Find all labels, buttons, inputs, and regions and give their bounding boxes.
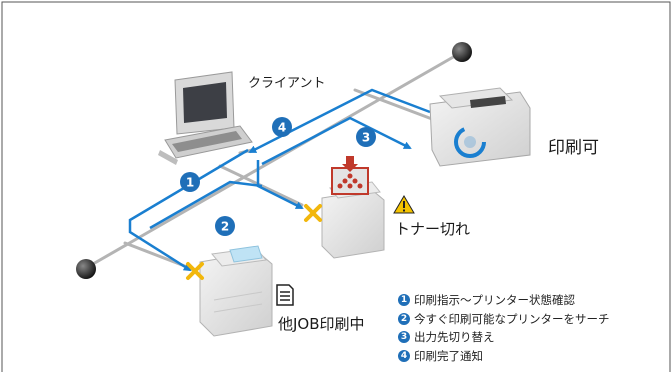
step-badge-4: 4 <box>272 117 292 137</box>
svg-text:2: 2 <box>221 220 229 234</box>
warning-icon <box>393 195 415 214</box>
printer-busy-label: 他JOB印刷中 <box>278 315 365 333</box>
network-end-ball-right <box>452 42 472 62</box>
printer-busy <box>199 245 273 337</box>
flow-arrow-2b <box>149 180 263 230</box>
printer-toner <box>321 156 385 259</box>
svg-text:3: 3 <box>362 131 370 145</box>
step-legend: 1 印刷指示〜プリンター状態確認 2 今すぐ印刷可能なプリンターをサーチ 3 出… <box>398 291 610 365</box>
legend-number-badge: 2 <box>398 312 410 325</box>
client-computer <box>158 71 253 165</box>
flow-arrow-3 <box>261 116 412 166</box>
step-badge-3: 3 <box>356 127 376 147</box>
printer-ok <box>429 87 531 167</box>
client-label: クライアント <box>248 76 326 91</box>
x-mark-icon <box>304 204 322 222</box>
network-end-ball-left <box>76 259 96 279</box>
legend-label: 出力先切り替え <box>414 330 495 344</box>
document-icon <box>276 284 294 306</box>
legend-item: 2 今すぐ印刷可能なプリンターをサーチ <box>398 310 610 329</box>
legend-label: 今すぐ印刷可能なプリンターをサーチ <box>414 311 610 326</box>
step-badge-1: 1 <box>180 172 200 192</box>
legend-item: 3 出力先切り替え <box>398 328 610 347</box>
legend-item: 4 印刷完了通知 <box>398 347 610 366</box>
svg-text:1: 1 <box>186 176 194 190</box>
legend-label: 印刷指示〜プリンター状態確認 <box>414 293 575 307</box>
flow-arrows <box>128 88 431 272</box>
refresh-icon <box>454 126 486 158</box>
legend-number-badge: 3 <box>398 331 410 344</box>
x-mark-icon <box>186 262 204 280</box>
toner-down-arrow-icon <box>342 156 358 172</box>
legend-label: 印刷完了通知 <box>414 348 483 363</box>
step-badge-2: 2 <box>215 216 235 236</box>
network-backbone <box>84 50 464 270</box>
legend-number-badge: 1 <box>398 294 410 307</box>
printer-toner-label: トナー切れ <box>395 220 471 238</box>
legend-number-badge: 4 <box>398 349 410 362</box>
legend-item: 1 印刷指示〜プリンター状態確認 <box>398 291 610 310</box>
printer-ok-label: 印刷可 <box>548 138 599 158</box>
network-branch-printer-ok <box>353 88 442 124</box>
svg-text:4: 4 <box>278 121 286 135</box>
